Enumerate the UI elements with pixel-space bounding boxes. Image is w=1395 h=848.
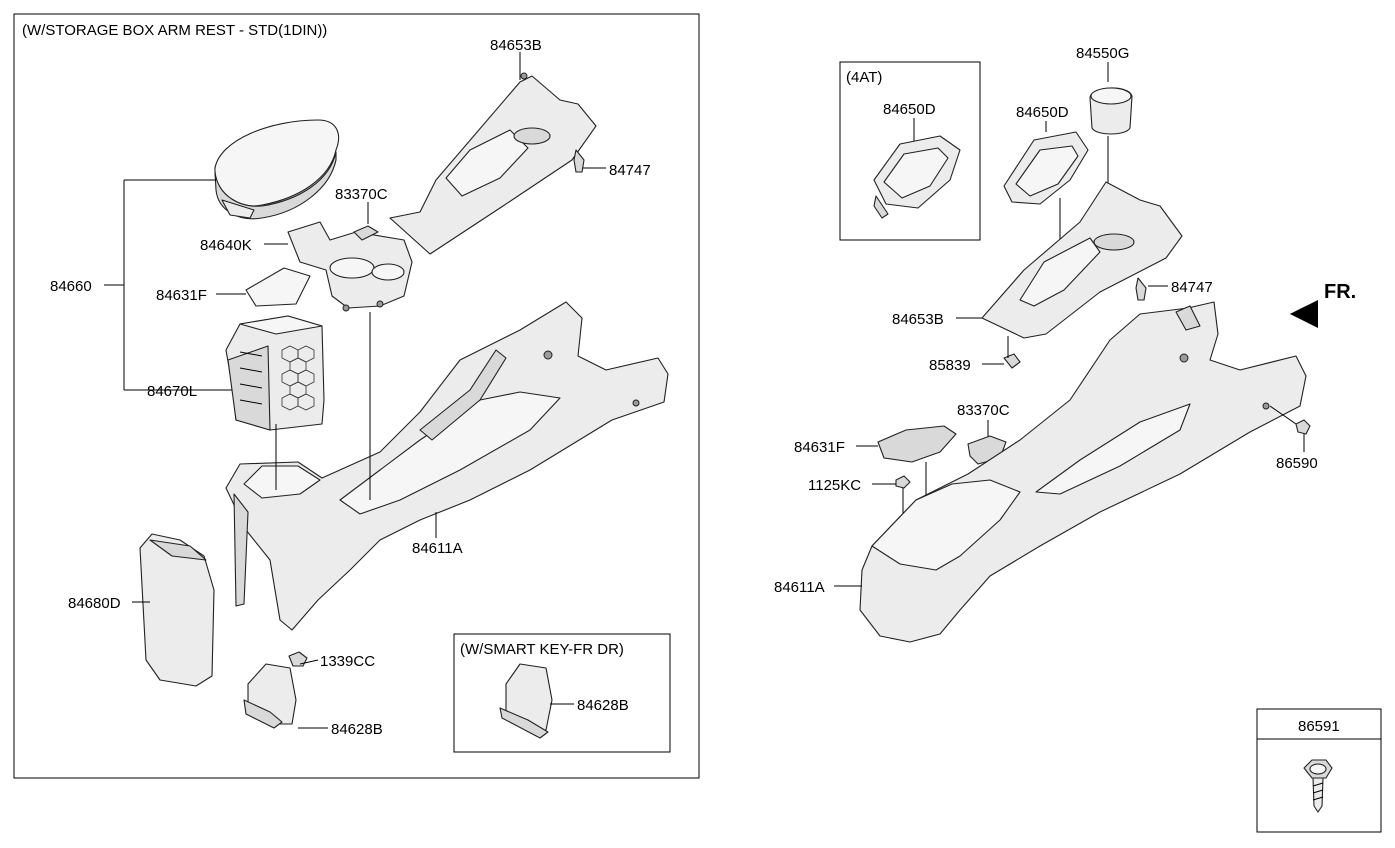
screw-1125KC: [895, 475, 911, 520]
label-84653B-left: 84653B: [490, 37, 542, 54]
smartkey-group-frame: [453, 633, 671, 753]
at-group-frame: [839, 61, 981, 241]
label-84650D-at: 84650D: [883, 101, 936, 118]
storage-group-frame: [13, 13, 700, 779]
bracket-84628B-smartkey: [499, 663, 553, 739]
clip-84747-left: [573, 149, 585, 173]
label-86590: 86590: [1276, 455, 1318, 472]
storage-box: [225, 315, 325, 431]
label-84640K-left: 84640K: [200, 237, 252, 254]
front-direction-label: FR.: [1324, 281, 1356, 303]
console-mat-right: [877, 425, 957, 463]
label-84628B-smartkey: 84628B: [577, 697, 629, 714]
bracket-84628B-left: [243, 651, 308, 729]
main-console-right: [859, 301, 1307, 643]
label-83370C-right: 83370C: [957, 402, 1010, 419]
shift-bezel-right: [1003, 131, 1089, 205]
console-mat-left: [245, 267, 311, 307]
label-84747-right: 84747: [1171, 279, 1213, 296]
label-84650D-right: 84650D: [1016, 104, 1069, 121]
label-84670L: 84670L: [147, 383, 197, 400]
label-84611A-left: 84611A: [412, 540, 463, 557]
label-84747-left: 84747: [609, 162, 651, 179]
legend-86591: [1256, 708, 1382, 833]
clip-84747-right: [1135, 277, 1147, 301]
label-86591: 86591: [1298, 718, 1340, 735]
smartkey-group-title: (W/SMART KEY-FR DR): [460, 641, 624, 658]
screw-86590: [1269, 405, 1311, 435]
main-console-left: [225, 301, 669, 631]
label-85839: 85839: [929, 357, 971, 374]
leaders-left: [104, 52, 606, 729]
side-trim-84680D: [139, 533, 215, 687]
shift-bezel-4at: [873, 135, 961, 219]
shift-knob: [1089, 87, 1133, 135]
label-84550G: 84550G: [1076, 45, 1129, 62]
cup-holder-assembly: [287, 221, 413, 312]
label-84631F-right: 84631F: [794, 439, 845, 456]
label-1125KC: 1125KC: [808, 477, 861, 494]
leader-85839: [982, 336, 1009, 365]
label-1339CC: 1339CC: [320, 653, 375, 670]
label-84660: 84660: [50, 278, 92, 295]
clip-85839: [1003, 353, 1021, 369]
label-84611A-right: 84611A: [774, 579, 825, 596]
label-84680D: 84680D: [68, 595, 121, 612]
shift-trim-right: [981, 181, 1183, 339]
label-84628B-left: 84628B: [331, 721, 383, 738]
label-83370C-left: 83370C: [335, 186, 388, 203]
shift-trim-left: [389, 72, 597, 255]
armrest-lid: [214, 119, 340, 220]
storage-group-title: (W/STORAGE BOX ARM REST - STD(1DIN)): [22, 22, 327, 39]
label-84653B-right: 84653B: [892, 311, 944, 328]
front-direction-arrow-icon: [1290, 300, 1318, 328]
at-group-title: (4AT): [846, 69, 882, 86]
label-84631F-left: 84631F: [156, 287, 207, 304]
